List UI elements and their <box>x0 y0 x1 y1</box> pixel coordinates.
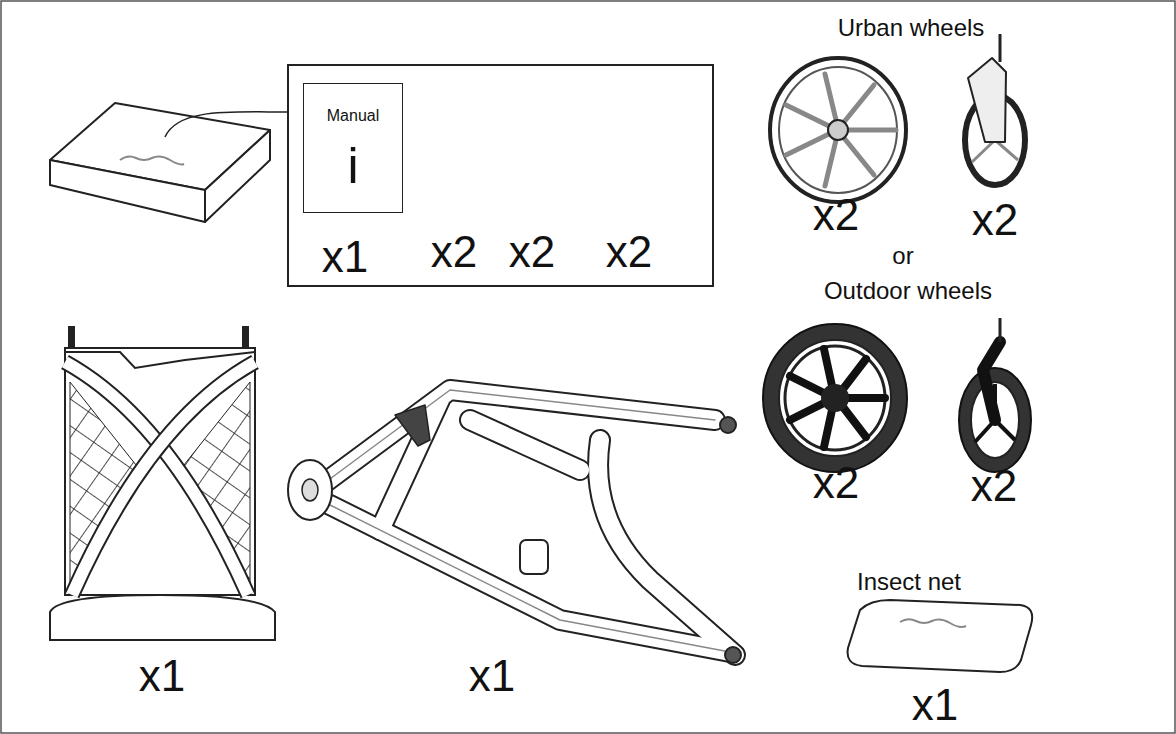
stroller-frame <box>315 390 735 655</box>
stroller-frame <box>395 405 430 446</box>
count-label: x2 <box>431 230 477 274</box>
outdoor-rear-wheel <box>763 324 907 472</box>
count-label: x1 <box>469 654 515 698</box>
package-box <box>50 103 287 222</box>
insect-net-package <box>848 600 1033 672</box>
stroller-frame <box>520 540 548 574</box>
count-label: x2 <box>971 464 1017 508</box>
part-name: Insect net <box>857 570 961 594</box>
stroller-frame <box>380 400 440 530</box>
urban-rear-wheel <box>825 140 836 186</box>
urban-rear-wheel <box>770 58 906 202</box>
outdoor-front-wheel <box>983 342 1000 420</box>
urban-front-wheel <box>968 58 1006 142</box>
or-label: or <box>892 244 913 268</box>
stroller-frame <box>315 390 735 655</box>
urban-rear-wheel <box>825 74 836 120</box>
stroller-frame <box>598 440 735 655</box>
stroller-frame <box>720 417 736 433</box>
stroller-frame <box>302 479 318 501</box>
urban-rear-wheel <box>844 85 874 122</box>
urban-rear-wheel <box>828 120 848 140</box>
urban-rear-wheel <box>848 128 896 133</box>
net-panel <box>50 595 275 640</box>
info-icon: i <box>347 141 358 191</box>
net-panel <box>65 352 255 368</box>
net-panel <box>50 326 275 640</box>
outdoor-rear-wheel <box>763 324 907 472</box>
outdoor-rear-wheel <box>824 349 832 386</box>
count-label: x2 <box>509 230 555 274</box>
count-label: x2 <box>606 230 652 274</box>
outdoor-rear-wheel <box>779 340 891 456</box>
stroller-frame <box>288 390 741 663</box>
accessory-box: x1 x2 x2 x2 Manual i <box>287 64 714 287</box>
count-label: x1 <box>139 654 185 698</box>
outdoor-rear-wheel <box>824 410 832 447</box>
stroller-frame <box>470 420 580 470</box>
net-panel <box>242 326 249 350</box>
stroller-frame <box>330 505 730 652</box>
outdoor-rear-wheel <box>790 349 885 447</box>
urban-rear-wheel <box>779 67 897 193</box>
outdoor-rear-wheel <box>790 403 824 420</box>
stroller-frame <box>315 390 730 652</box>
urban-front-wheel <box>965 34 1025 185</box>
count-label: x2 <box>972 198 1018 242</box>
urban-front-wheel <box>999 34 1002 62</box>
section-heading: Outdoor wheels <box>824 279 992 303</box>
stroller-frame <box>380 400 440 530</box>
insect-net-package <box>900 619 966 627</box>
count-label: x2 <box>813 193 859 237</box>
outdoor-rear-wheel <box>821 384 849 412</box>
manual-booklet: Manual i <box>303 83 403 213</box>
stroller-frame <box>470 420 580 470</box>
manual-title: Manual <box>327 108 379 124</box>
urban-rear-wheel <box>770 58 906 202</box>
outdoor-rear-wheel <box>843 359 866 389</box>
insect-net-package <box>848 600 1033 672</box>
stroller-frame <box>315 390 715 490</box>
package-box <box>205 130 270 222</box>
outdoor-front-wheel <box>999 318 1002 342</box>
stroller-frame <box>725 647 741 663</box>
stroller-frame <box>315 390 715 490</box>
section-heading: Urban wheels <box>838 16 985 40</box>
urban-rear-wheel <box>786 74 896 186</box>
outdoor-rear-wheel <box>847 394 885 402</box>
urban-rear-wheel <box>786 105 829 126</box>
outdoor-rear-wheel <box>785 346 885 450</box>
package-box <box>165 112 287 137</box>
stroller-frame <box>288 460 332 520</box>
outdoor-rear-wheel <box>790 376 824 393</box>
urban-front-wheel <box>972 140 995 162</box>
count-label: x2 <box>813 461 859 505</box>
urban-rear-wheel <box>786 134 829 155</box>
package-box <box>120 156 184 164</box>
net-panel <box>72 362 255 595</box>
stroller-frame <box>315 390 715 490</box>
net-panel <box>72 362 255 595</box>
net-panel <box>68 326 75 350</box>
package-box <box>50 160 205 222</box>
count-label: x1 <box>912 683 958 727</box>
urban-rear-wheel <box>844 138 874 175</box>
outdoor-front-wheel <box>959 318 1031 472</box>
net-panel <box>65 348 255 595</box>
outdoor-rear-wheel <box>843 407 866 437</box>
count-label: x1 <box>322 235 368 279</box>
